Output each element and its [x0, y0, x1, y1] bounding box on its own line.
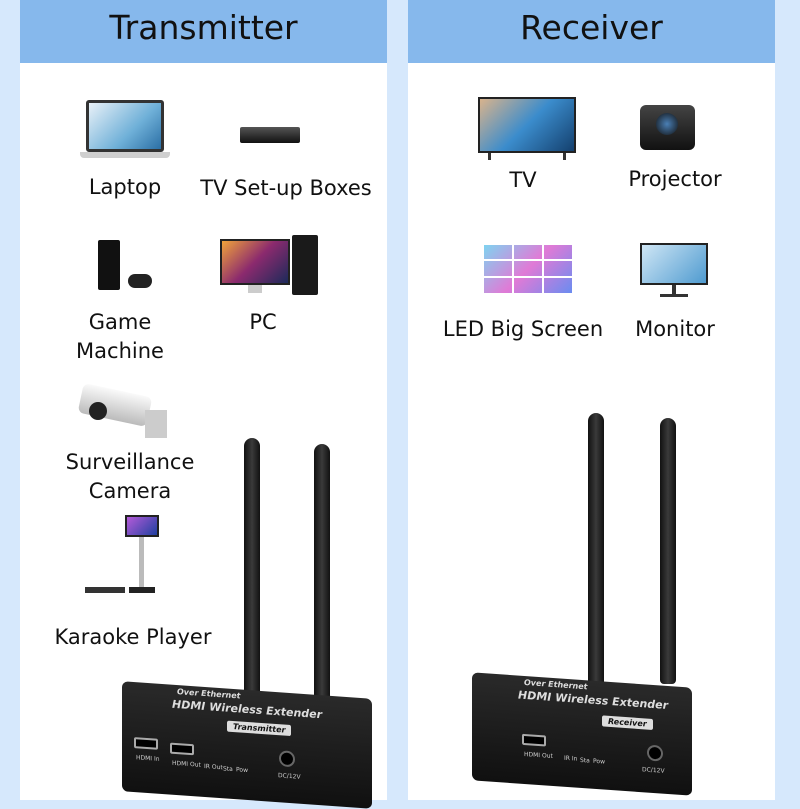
source-label: Laptop [88, 175, 162, 199]
port-label: Pow [593, 757, 605, 766]
receiver-title: Receiver [408, 0, 775, 63]
port-label: DC/12V [642, 766, 665, 775]
source-label: TV Set-up Boxes [200, 176, 372, 200]
game-console-icon [98, 240, 153, 292]
device-tag: Receiver [602, 715, 653, 730]
receiver-device: Over Ethernet HDMI Wireless Extender Rec… [472, 672, 692, 796]
source-label: PC [249, 310, 277, 334]
monitor-icon [640, 243, 708, 298]
hdmi-out-port [522, 733, 546, 747]
device-title: HDMI Wireless Extender [172, 697, 323, 722]
port-label: Sta [580, 756, 590, 765]
display-label: LED Big Screen [442, 317, 604, 341]
hdmi-in-port [134, 737, 158, 750]
karaoke-player-icon [85, 515, 170, 595]
port-label: HDMI Out [172, 759, 201, 769]
tv-icon [478, 97, 576, 161]
device-title: HDMI Wireless Extender [518, 688, 669, 713]
device-tag: Transmitter [227, 720, 292, 737]
transmitter-title: Transmitter [20, 0, 387, 63]
dc-power-port [279, 750, 295, 768]
set-top-box-icon [240, 127, 300, 143]
port-label: IR Out [204, 762, 223, 772]
antenna-icon [660, 418, 676, 684]
source-label: Karaoke Player [54, 625, 212, 649]
receiver-panel: Receiver [408, 0, 775, 800]
led-big-screen-icon [484, 245, 572, 293]
display-label: Monitor [635, 317, 715, 341]
source-label: Game Machine [76, 310, 164, 363]
antenna-icon [314, 444, 330, 700]
antenna-icon [588, 413, 604, 693]
port-label: DC/12V [278, 772, 301, 781]
source-label: Surveillance Camera [65, 450, 195, 503]
projector-icon [640, 105, 695, 150]
surveillance-camera-icon [75, 380, 170, 440]
transmitter-device: Over Ethernet HDMI Wireless Extender Tra… [122, 681, 372, 809]
port-label: HDMI In [136, 754, 160, 763]
hdmi-out-port [170, 742, 194, 756]
laptop-icon [80, 100, 170, 160]
display-label: Projector [628, 167, 722, 191]
display-label: TV [509, 168, 537, 192]
pc-icon [220, 235, 320, 297]
port-label: Pow [236, 766, 248, 775]
port-label: IR In [564, 754, 578, 763]
port-label: Sta [223, 765, 233, 774]
dc-power-port [647, 744, 663, 762]
antenna-icon [244, 438, 260, 708]
port-label: HDMI Out [524, 750, 553, 760]
